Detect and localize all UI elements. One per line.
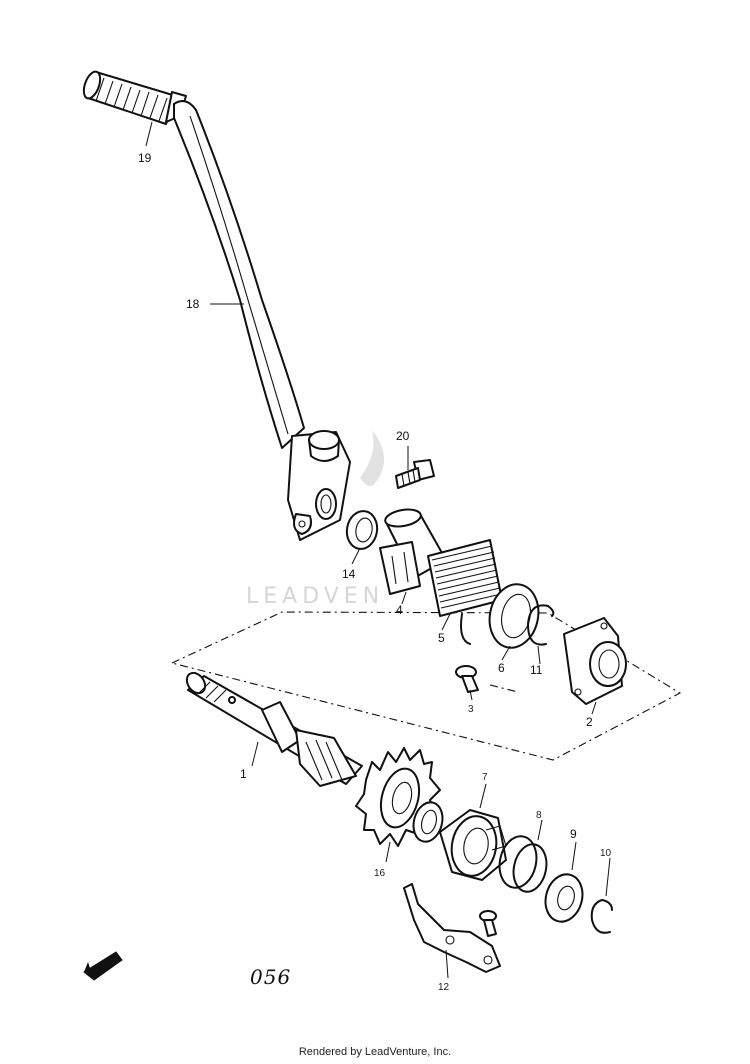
callout-5: 5 <box>438 631 445 645</box>
leader-lines <box>145 121 611 979</box>
callout-1: 1 <box>240 767 247 781</box>
part-19-grip <box>82 70 187 125</box>
part-2-guide-plate <box>563 617 627 705</box>
callout-16: 16 <box>374 868 386 879</box>
callout-3: 3 <box>468 704 474 715</box>
page-number: 056 <box>250 965 291 989</box>
callout-8: 8 <box>536 810 542 821</box>
callout-4: 4 <box>396 603 403 617</box>
callout-20: 20 <box>396 429 410 443</box>
callout-14: 14 <box>342 567 356 581</box>
part-14-washer <box>345 510 379 550</box>
gear-washer <box>412 801 444 843</box>
part-11-circlip <box>527 604 555 646</box>
part-12-stopper-plate <box>403 883 501 973</box>
callout-6: 6 <box>498 661 505 675</box>
part-3-screw <box>455 665 479 693</box>
callout-9: 9 <box>570 827 577 841</box>
part-18-kick-arm <box>173 100 351 541</box>
part-6-ring <box>488 583 540 649</box>
callout-11: 11 <box>530 663 543 677</box>
part-10-circlip <box>590 899 613 934</box>
front-arrow-icon <box>83 951 123 981</box>
callout-19: 19 <box>138 151 152 165</box>
callout-labels: 19 18 20 14 4 5 6 11 2 3 1 16 7 8 9 10 1… <box>138 151 612 993</box>
callout-10: 10 <box>600 848 612 859</box>
watermark: LEADVEN <box>246 430 385 609</box>
callout-2: 2 <box>586 715 593 729</box>
callout-12: 12 <box>438 982 450 993</box>
part-1-shaft <box>185 671 363 787</box>
part-7-ratchet <box>439 809 507 881</box>
part-20-bolt <box>395 459 435 489</box>
footer-credit: Rendered by LeadVenture, Inc. <box>298 1046 452 1058</box>
assembly-outline <box>171 611 682 761</box>
part-8-spring <box>498 835 548 893</box>
callout-18: 18 <box>186 297 200 311</box>
callout-7: 7 <box>482 772 488 783</box>
part-9-washer <box>544 873 584 923</box>
watermark-text: LEADVEN <box>246 584 384 609</box>
plate-bolt <box>479 910 497 937</box>
